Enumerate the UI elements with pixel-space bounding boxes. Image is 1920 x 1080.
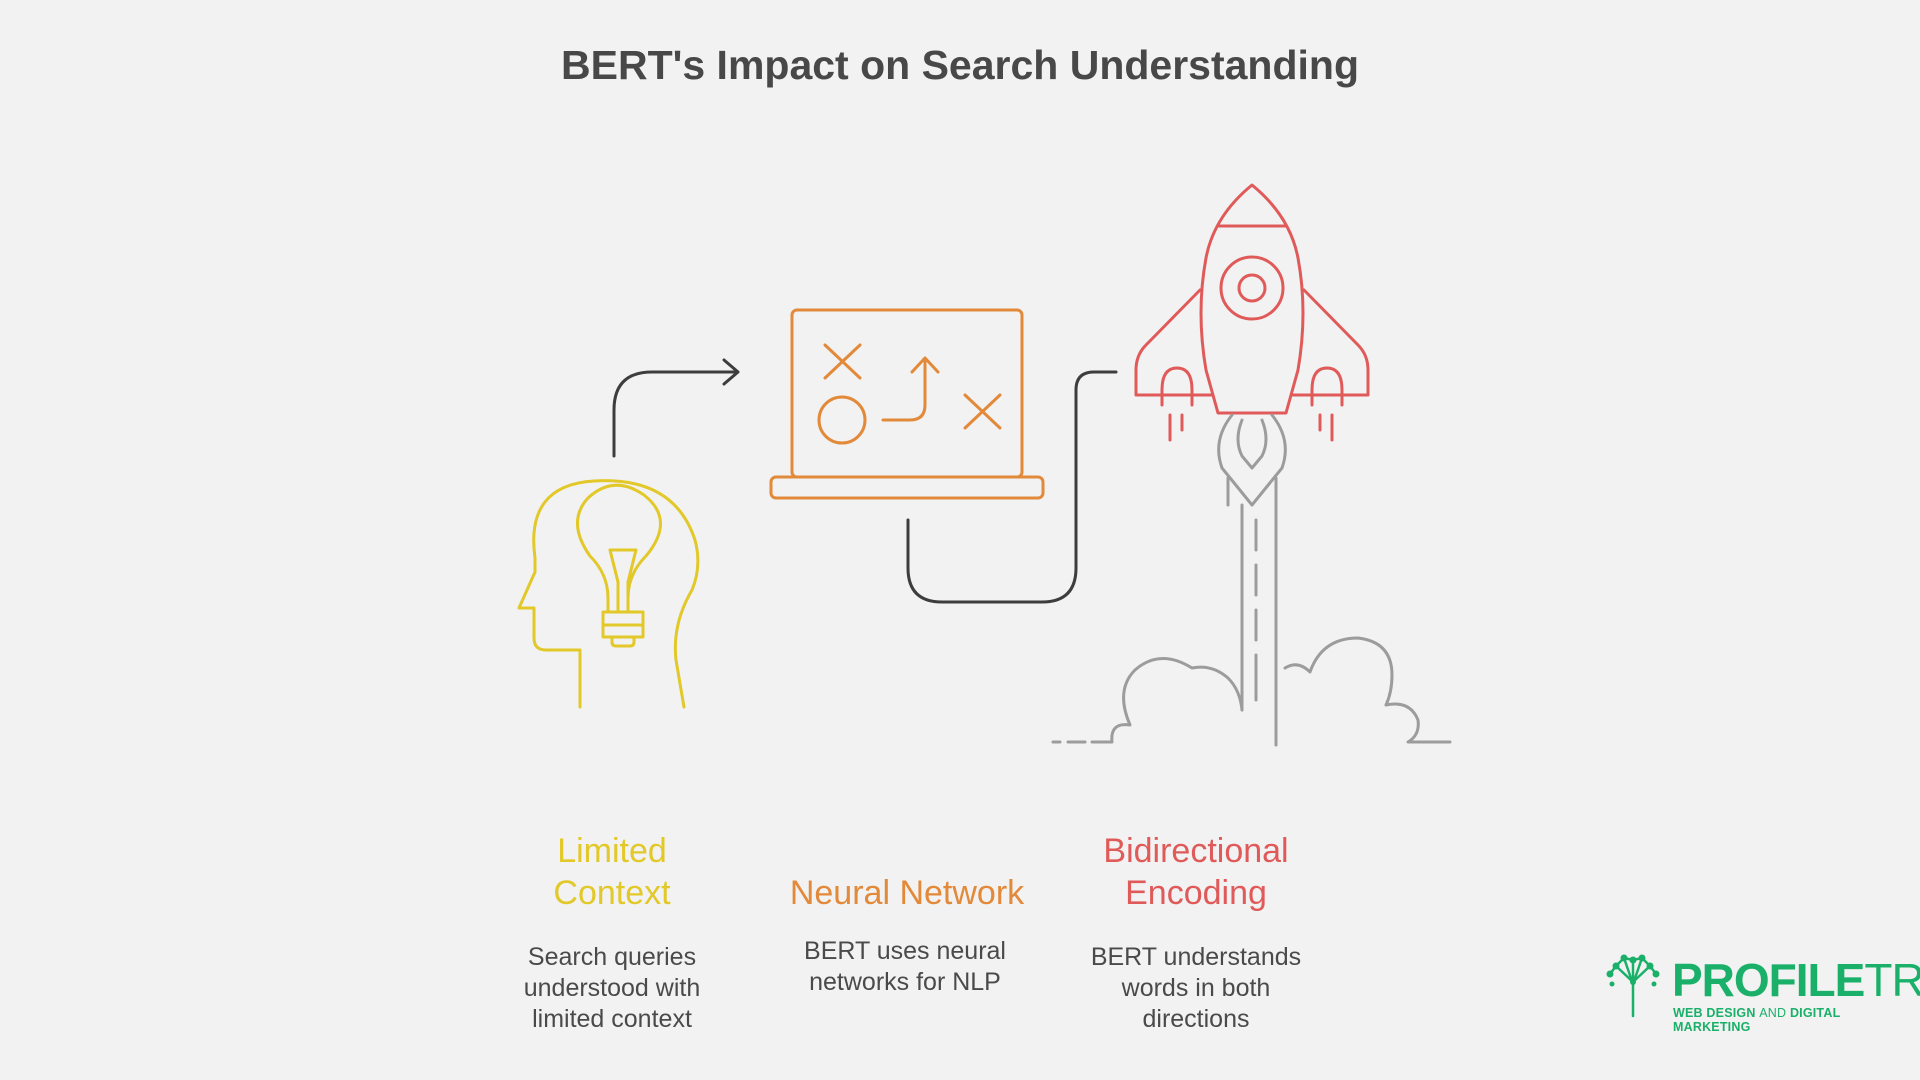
logo-tagline: WEB DESIGN AND DIGITAL MARKETING — [1673, 1006, 1920, 1034]
step-description-line: Search queries — [527, 943, 697, 971]
step-label-line: Bidirectional — [1103, 832, 1289, 870]
logo-name-part1: PROFILE — [1672, 954, 1865, 1006]
page-title: BERT's Impact on Search Understanding — [561, 42, 1359, 88]
step-description-line: limited context — [532, 1005, 692, 1033]
step-label-bidirectional-encoding: Bidirectional Encoding — [1076, 830, 1316, 914]
step-description-neural-network: BERT uses neural networks for NLP — [785, 936, 1025, 998]
step-label-line: Encoding — [1125, 874, 1267, 912]
logo-tagline-and: AND — [1759, 1006, 1787, 1020]
step-description-line: words in both — [1121, 974, 1271, 1002]
step-description-line: BERT understands — [1090, 943, 1302, 971]
step-description-line: networks for NLP — [809, 968, 1001, 996]
logo-tagline-part1: WEB DESIGN — [1673, 1006, 1756, 1020]
tree-network-icon — [1606, 954, 1660, 1018]
step-label-limited-context: Limited Context — [512, 830, 712, 914]
step-description-line: understood with — [523, 974, 701, 1002]
logo-wordmark: PROFILETREE — [1672, 956, 1920, 1004]
smoke-trail-icon — [1051, 413, 1452, 747]
step-description-line: directions — [1142, 1005, 1250, 1033]
logo-name-part2: TREE — [1864, 954, 1920, 1006]
step-description-line: BERT uses neural — [804, 937, 1006, 965]
arrow-connector-2 — [906, 370, 1118, 604]
laptop-strategy-icon — [769, 308, 1045, 500]
step-label-line: Limited — [557, 832, 667, 870]
arrow-connector-1 — [612, 358, 740, 458]
step-label-line: Neural Network — [789, 874, 1025, 912]
step-description-limited-context: Search queries understood with limited c… — [497, 942, 727, 1035]
step-description-bidirectional-encoding: BERT understands words in both direction… — [1071, 942, 1321, 1035]
step-label-line: Context — [553, 874, 671, 912]
step-label-neural-network: Neural Network — [762, 872, 1052, 914]
logo-tagline-part2: DIGITAL MARKETING — [1673, 1006, 1841, 1034]
head-lightbulb-icon — [517, 479, 700, 709]
rocket-icon — [1134, 183, 1370, 442]
